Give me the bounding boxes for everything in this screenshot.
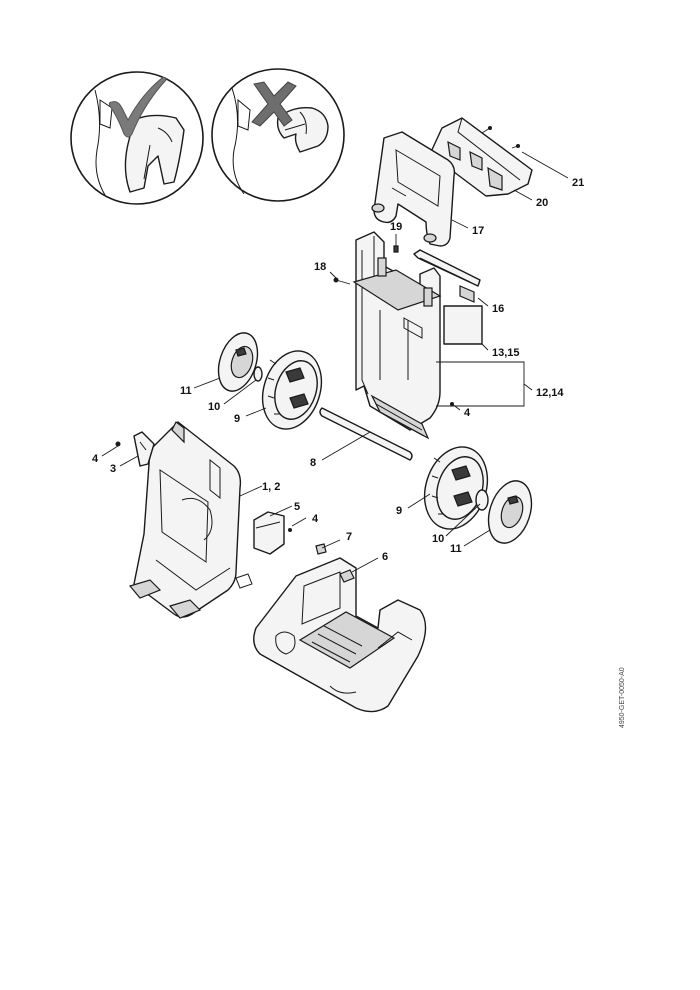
document-reference: 4950-GET-0050-A0: [619, 667, 626, 728]
callout-7: 7: [346, 531, 352, 543]
handle-part: [371, 131, 456, 247]
callout-16: 16: [492, 303, 504, 315]
callout-9-bottom: 9: [396, 505, 402, 517]
main-frame-part: [352, 231, 442, 440]
callout-11-bottom: 11: [450, 543, 462, 555]
callout-5: 5: [294, 501, 300, 513]
callout-9-top: 9: [234, 413, 240, 425]
callout-10-bottom: 10: [432, 533, 444, 545]
clip-part-7: [315, 543, 327, 555]
bar-part-16: [413, 249, 481, 303]
callout-4-left: 4: [92, 453, 99, 465]
callout-20: 20: [536, 197, 548, 209]
callout-17: 17: [472, 225, 484, 237]
callout-19: 19: [390, 221, 402, 233]
cross-mark-icon: [251, 81, 297, 127]
callout-4-right: 4: [464, 407, 471, 419]
clip-part-5: [253, 511, 292, 555]
callout-12-14: 12,14: [536, 387, 564, 399]
callout-18: 18: [314, 261, 326, 273]
wheel-top: [261, 350, 323, 430]
callout-21: 21: [572, 177, 584, 189]
screws-18-19: [333, 245, 399, 285]
callout-labels: 21 20 17 19 18 16 13,15 12,14 11 10 9 4 …: [92, 177, 584, 563]
lever-part-3: [115, 431, 155, 467]
label-sheets: [436, 305, 525, 407]
base-part-6: [253, 557, 427, 713]
callout-1-2: 1, 2: [262, 481, 280, 493]
callout-3: 3: [110, 463, 116, 475]
left-housing-part: [128, 421, 253, 619]
inset-incorrect: [211, 68, 345, 202]
callout-10-top: 10: [208, 401, 220, 413]
callout-6: 6: [382, 551, 388, 563]
callout-13-15: 13,15: [492, 347, 520, 359]
wheel-bottom: [423, 446, 489, 530]
callout-8: 8: [310, 457, 316, 469]
callout-4-mid: 4: [312, 513, 319, 525]
hubcap-top: [217, 332, 263, 392]
check-mark-icon: [108, 76, 167, 138]
callout-11-top: 11: [180, 385, 192, 397]
leader-lines: [101, 151, 569, 573]
inset-correct: [70, 71, 204, 205]
hubcap-bottom: [475, 480, 533, 544]
